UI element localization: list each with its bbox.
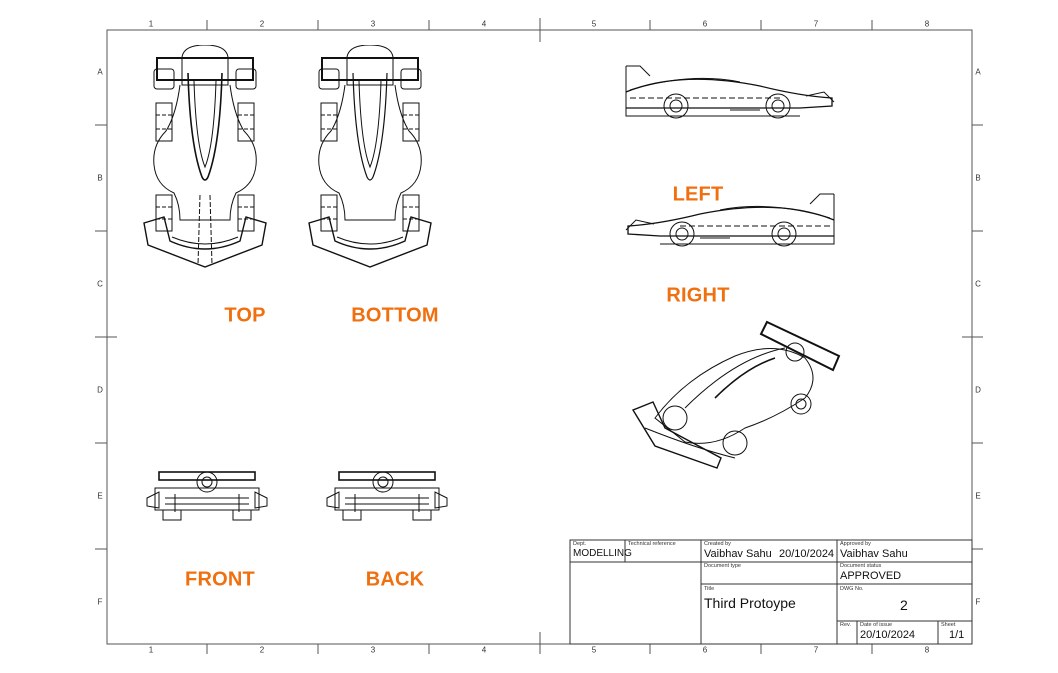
doc-type-caption: Document type <box>704 563 741 569</box>
column-label-3: 3 <box>370 19 376 29</box>
dept-value: MODELLING <box>573 548 632 559</box>
row-label-f-right: F <box>975 597 981 607</box>
row-label-f: F <box>97 597 103 607</box>
row-label-a-right: A <box>975 67 981 77</box>
rev-caption: Rev. <box>840 622 851 628</box>
view-label-back: BACK <box>365 568 425 591</box>
view-label-front: FRONT <box>185 568 255 591</box>
row-label-c-right: C <box>975 279 981 289</box>
title-caption: Title <box>704 586 715 592</box>
dwg-no-value: 2 <box>900 597 908 613</box>
row-label-b: B <box>97 173 103 183</box>
approved-by-caption: Approved by <box>840 541 871 547</box>
dept-caption: Dept. <box>573 541 587 547</box>
row-label-e-right: E <box>975 491 981 501</box>
view-label-top: TOP <box>224 304 266 327</box>
column-label-4: 4 <box>481 19 487 29</box>
column-label-1-bottom: 1 <box>148 645 154 655</box>
column-label-6: 6 <box>702 19 708 29</box>
column-label-6-bottom: 6 <box>702 645 708 655</box>
view-label-bottom: BOTTOM <box>351 304 439 327</box>
row-label-c: C <box>97 279 103 289</box>
column-label-2: 2 <box>259 19 265 29</box>
created-by-value: Vaibhav Sahu <box>704 548 772 560</box>
sheet-value: 1/1 <box>949 629 965 641</box>
isometric-view-drawing <box>631 320 841 469</box>
column-label-7: 7 <box>813 19 819 29</box>
column-label-4-bottom: 4 <box>481 645 487 655</box>
doc-status-value: APPROVED <box>840 570 902 582</box>
approved-by-value: Vaibhav Sahu <box>840 548 908 560</box>
column-ticks <box>206 18 873 654</box>
top-view-drawing <box>143 45 267 268</box>
row-label-d: D <box>97 385 103 395</box>
dwg-no-caption: DWG No. <box>840 586 864 592</box>
title-value: Third Protoype <box>704 595 796 611</box>
right-view-drawing <box>625 193 835 247</box>
column-label-8: 8 <box>924 19 930 29</box>
column-label-5: 5 <box>591 19 597 29</box>
column-label-7-bottom: 7 <box>813 645 819 655</box>
row-label-a: A <box>97 67 103 77</box>
view-label-right: RIGHT <box>666 284 730 307</box>
back-view-drawing <box>326 471 448 521</box>
date-of-issue-caption: Date of issue <box>860 622 893 628</box>
tech-ref-caption: Technical reference <box>628 541 676 547</box>
sheet-caption: Sheet <box>941 622 956 628</box>
column-label-5-bottom: 5 <box>591 645 597 655</box>
bottom-view-drawing <box>308 45 432 268</box>
row-ticks <box>95 124 983 550</box>
created-by-caption: Created by <box>704 541 731 547</box>
doc-status-caption: Document status <box>840 563 882 569</box>
created-date: 20/10/2024 <box>779 548 835 560</box>
left-view-drawing <box>625 65 835 119</box>
column-label-1: 1 <box>148 19 154 29</box>
date-of-issue-value: 20/10/2024 <box>860 629 916 641</box>
row-label-d-right: D <box>975 385 981 395</box>
row-label-e: E <box>97 491 103 501</box>
row-label-b-right: B <box>975 173 981 183</box>
column-label-8-bottom: 8 <box>924 645 930 655</box>
view-label-left: LEFT <box>672 183 724 206</box>
column-label-2-bottom: 2 <box>259 645 265 655</box>
front-view-drawing <box>146 471 268 521</box>
column-label-3-bottom: 3 <box>370 645 376 655</box>
